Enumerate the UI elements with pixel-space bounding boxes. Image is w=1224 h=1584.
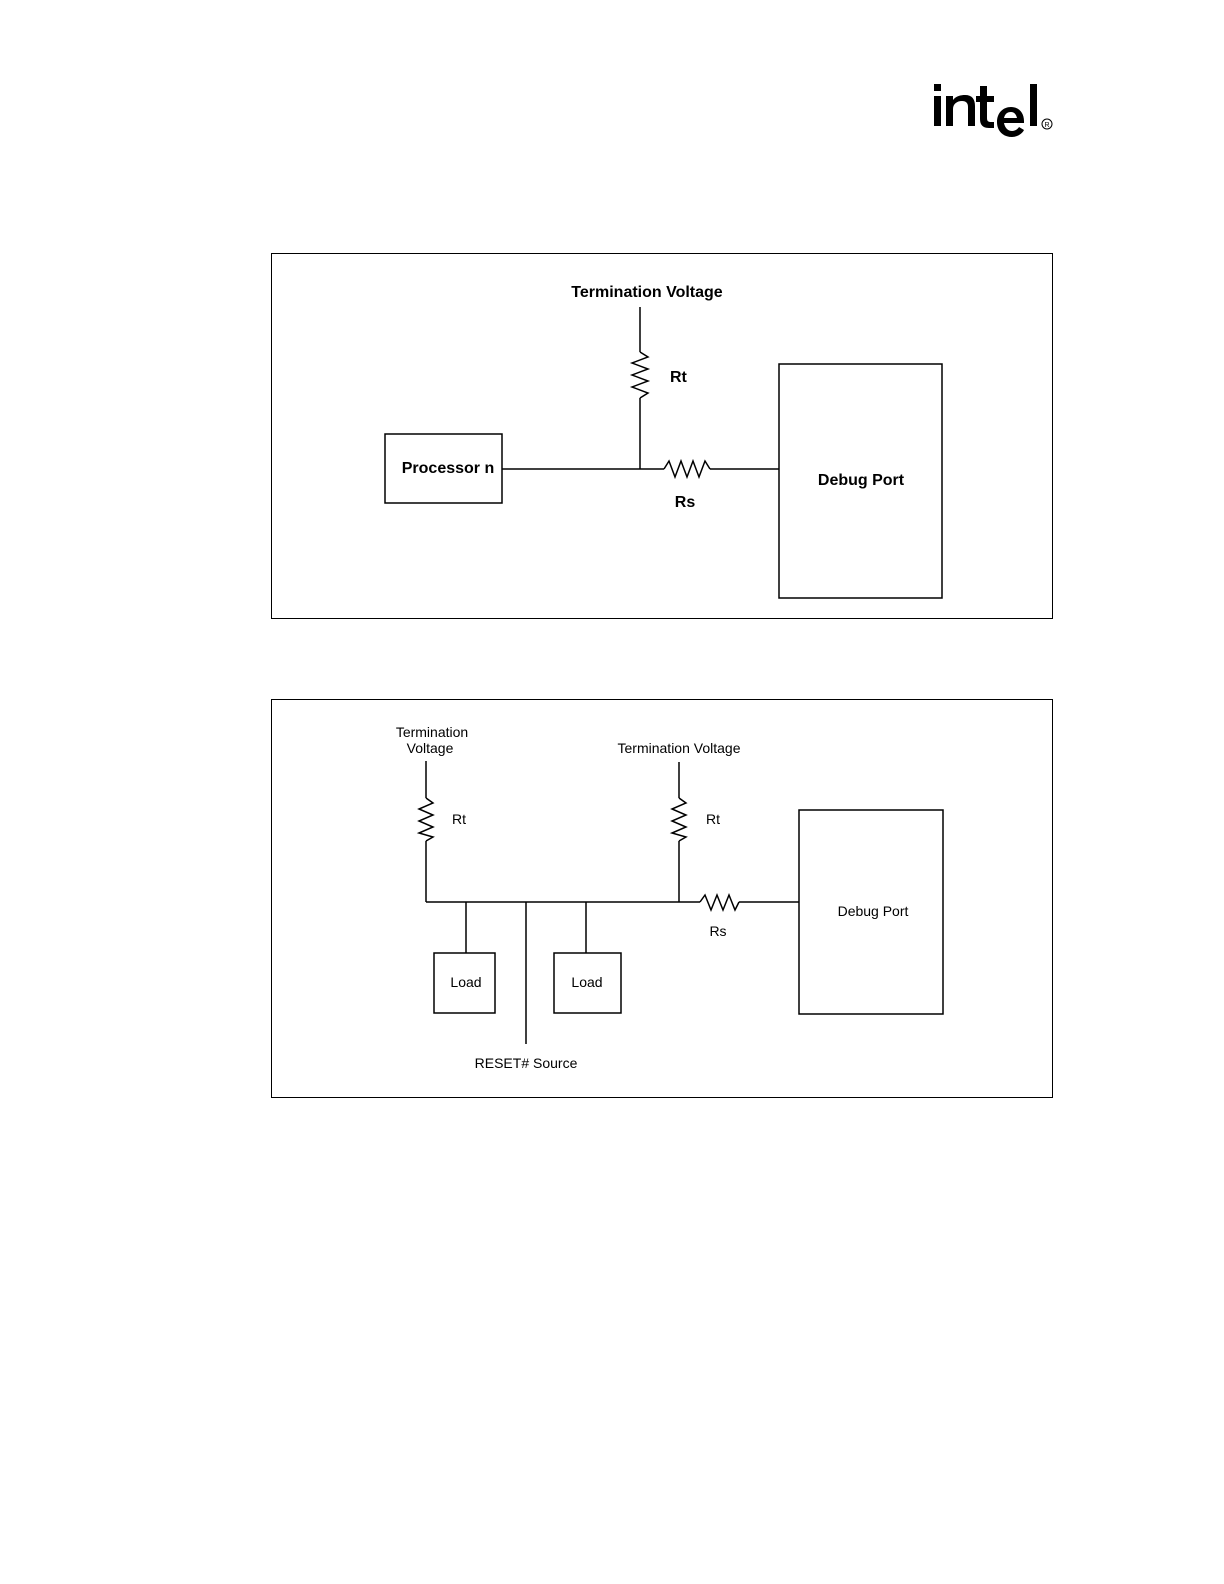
reset-source-label: RESET# Source	[475, 1055, 578, 1071]
debug-port-label: Debug Port	[838, 903, 909, 919]
load-left-label: Load	[450, 974, 481, 990]
load-right-label: Load	[571, 974, 602, 990]
debug-port-label: Debug Port	[818, 472, 905, 489]
resistor-rs	[700, 895, 739, 910]
schematic-2: Termination Voltage Rt Termination Volta…	[272, 700, 1054, 1099]
figure-termination-debug-port: Termination Voltage Rt Processor n Rs De…	[271, 253, 1053, 619]
resistor-rt-right	[672, 798, 686, 841]
resistor-rs	[664, 461, 710, 477]
termination-voltage-label: Termination Voltage	[571, 284, 723, 301]
rt-left-label: Rt	[452, 811, 466, 827]
resistor-rt-left	[419, 798, 433, 841]
rt-right-label: Rt	[706, 811, 720, 827]
termination-voltage-left-line1: Termination	[396, 724, 468, 740]
figure-reset-debug-port: Termination Voltage Rt Termination Volta…	[271, 699, 1053, 1098]
rs-label: Rs	[675, 494, 696, 511]
intel-logo: R	[930, 78, 1060, 150]
schematic-1: Termination Voltage Rt Processor n Rs De…	[272, 254, 1054, 620]
termination-voltage-left-line2: Voltage	[407, 740, 454, 756]
processor-label: Processor n	[402, 460, 494, 477]
rt-label: Rt	[670, 369, 688, 386]
termination-voltage-right: Termination Voltage	[618, 740, 741, 756]
resistor-rt	[632, 352, 648, 398]
rs-label: Rs	[709, 923, 726, 939]
svg-text:R: R	[1045, 122, 1050, 129]
